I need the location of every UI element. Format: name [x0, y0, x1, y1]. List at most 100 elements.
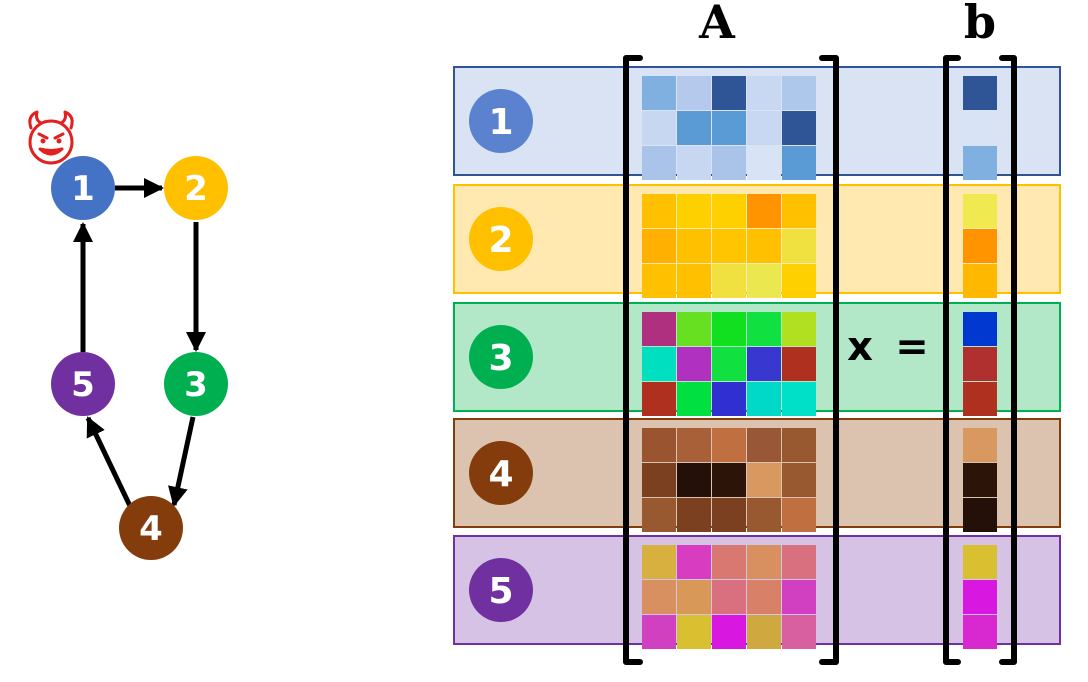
graph-node-1: 1 [51, 156, 115, 220]
node-5-label: 5 [71, 365, 95, 405]
row-4-circle [469, 441, 533, 505]
matrix-a-cell [642, 111, 676, 145]
matrix-a-cell [782, 194, 816, 228]
matrix-a-cell [747, 545, 781, 579]
node-3-label: 3 [184, 365, 208, 405]
matrix-a-cell [677, 382, 711, 416]
matrix-a-cell [712, 264, 746, 298]
matrix-a-cell [747, 615, 781, 649]
matrix-a-cell [782, 76, 816, 110]
matrix-a-cell [677, 264, 711, 298]
row-bands: 1 2 3 4 5 [453, 66, 1061, 649]
matrix-a-cell [747, 428, 781, 462]
equals-sign: = [895, 324, 929, 370]
matrix-a-cell [747, 498, 781, 532]
matrix-a-cell [782, 382, 816, 416]
vector-b-cell [963, 498, 997, 532]
vector-b-cell [963, 580, 997, 614]
matrix-a-cell [712, 194, 746, 228]
row-2-label: 2 [488, 220, 513, 261]
graph-node-4: 4 [119, 496, 183, 560]
vector-b-cell [963, 312, 997, 346]
matrix-a-cell [782, 312, 816, 346]
matrix-a-cell [642, 382, 676, 416]
matrix-a-cell [747, 580, 781, 614]
row-5-label: 5 [488, 571, 513, 612]
node-1-circle [51, 156, 115, 220]
matrix-a-cell [677, 498, 711, 532]
matrix-a-right-bracket [819, 55, 839, 665]
vector-b-brackets [943, 55, 1017, 665]
vector-b-right-bracket [999, 55, 1017, 665]
matrix-a-cell [677, 312, 711, 346]
matrix-a-label: A [698, 0, 736, 49]
matrix-a-cell [782, 545, 816, 579]
vector-b-cell [963, 347, 997, 381]
matrix-a-cell [712, 382, 746, 416]
matrix-a-cell [712, 347, 746, 381]
vector-b-cell [963, 76, 997, 110]
node-1-label: 1 [71, 169, 95, 209]
graph-node-3: 3 [164, 352, 228, 416]
row-4-label: 4 [488, 454, 513, 495]
matrix-a-brackets [623, 55, 839, 665]
row-1-circle [469, 89, 533, 153]
matrix-a-cell [712, 111, 746, 145]
vector-b-cell [963, 229, 997, 263]
vector-b-cell [963, 264, 997, 298]
row-3-label: 3 [488, 338, 513, 379]
matrix-a-cell [712, 312, 746, 346]
matrix-a-cell [642, 229, 676, 263]
vector-b-cell [963, 382, 997, 416]
matrix-a-cell [712, 428, 746, 462]
matrix-a-cell [642, 498, 676, 532]
row-3-circle [469, 325, 533, 389]
vector-b-cell [963, 111, 997, 145]
vector-b-cell [963, 428, 997, 462]
graph-node-5: 5 [51, 352, 115, 416]
vector-b-cell [963, 194, 997, 228]
vector-b-left-bracket [943, 55, 961, 665]
matrix-a-cell [747, 111, 781, 145]
matrix-a-cell [677, 428, 711, 462]
vector-b-cell [963, 463, 997, 497]
matrix-a-left-bracket [623, 55, 643, 665]
node-3-circle [164, 352, 228, 416]
matrix-a-cell [677, 76, 711, 110]
matrix-a-cell [782, 615, 816, 649]
row-5-circle [469, 558, 533, 622]
matrix-a-cell [747, 347, 781, 381]
row-1-label: 1 [488, 102, 513, 143]
matrix-a-cell [642, 312, 676, 346]
matrix-a-cell [782, 111, 816, 145]
matrix-a-cell [747, 146, 781, 180]
devil-face-icon [28, 110, 74, 165]
matrix-a-cell [747, 312, 781, 346]
matrix-a-cell [747, 194, 781, 228]
row-band-4: 4 [453, 418, 1061, 532]
edge-3-4 [168, 416, 196, 507]
x-variable: x [847, 324, 873, 370]
matrix-a-cell [677, 194, 711, 228]
matrix-a-cell [642, 545, 676, 579]
graph-edges [73, 178, 206, 508]
matrix-a-cell [782, 347, 816, 381]
matrix-a-cell [712, 545, 746, 579]
matrix-a-cell [747, 382, 781, 416]
matrix-a-cell [677, 580, 711, 614]
matrix-a-cell [782, 146, 816, 180]
network-graph: 1 2 3 4 5 [28, 110, 228, 560]
row-2-circle [469, 207, 533, 271]
matrix-a-cell [642, 463, 676, 497]
matrix-a-cell [677, 463, 711, 497]
matrix-a-cell [642, 194, 676, 228]
row-band-1: 1 [453, 66, 1061, 180]
matrix-a-cell [782, 428, 816, 462]
matrix-a-cell [782, 264, 816, 298]
node-2-circle [164, 156, 228, 220]
matrix-a-cell [677, 146, 711, 180]
matrix-a-cell [642, 615, 676, 649]
matrix-a-cell [677, 545, 711, 579]
matrix-a-cell [712, 615, 746, 649]
